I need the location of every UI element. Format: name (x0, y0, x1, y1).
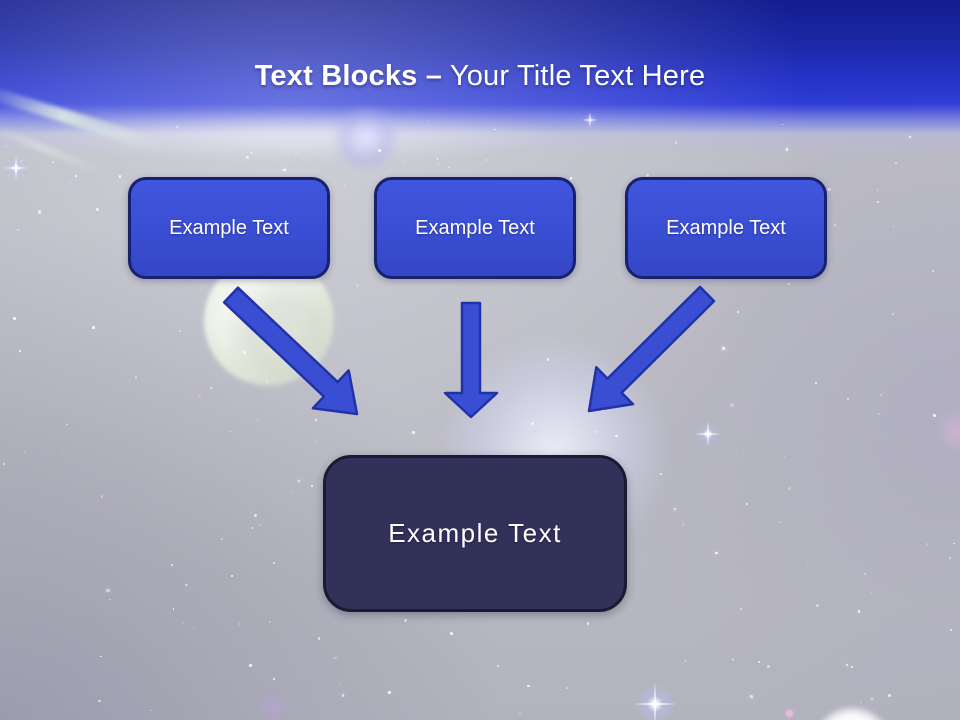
text-block-3: Example Text (625, 177, 827, 279)
result-block-label: Example Text (388, 518, 562, 548)
result-block: Example Text (323, 455, 627, 612)
sparkle-star-icon (695, 421, 721, 447)
text-block-2: Example Text (374, 177, 576, 279)
purple-star-glow (254, 692, 292, 720)
sparkle-star-icon (4, 156, 28, 180)
sparkle-star-icon (582, 112, 598, 128)
arrow-down-left-icon (587, 285, 716, 413)
slide-title-emphasis: Text Blocks – (254, 60, 443, 92)
slide-title-rest: Your Title Text Here (442, 60, 706, 92)
sparkle-star-icon (633, 682, 677, 720)
arrow-down-icon (443, 301, 499, 419)
text-block-2-label: Example Text (415, 216, 535, 239)
pink-star (786, 710, 793, 717)
text-block-1-label: Example Text (169, 216, 289, 239)
slide-title: Text Blocks – Your Title Text Here (0, 54, 960, 98)
text-block-3-label: Example Text (666, 216, 786, 239)
lens-flare-glow (330, 106, 402, 170)
arrow-down-right-icon (222, 286, 359, 416)
text-block-1: Example Text (128, 177, 330, 279)
